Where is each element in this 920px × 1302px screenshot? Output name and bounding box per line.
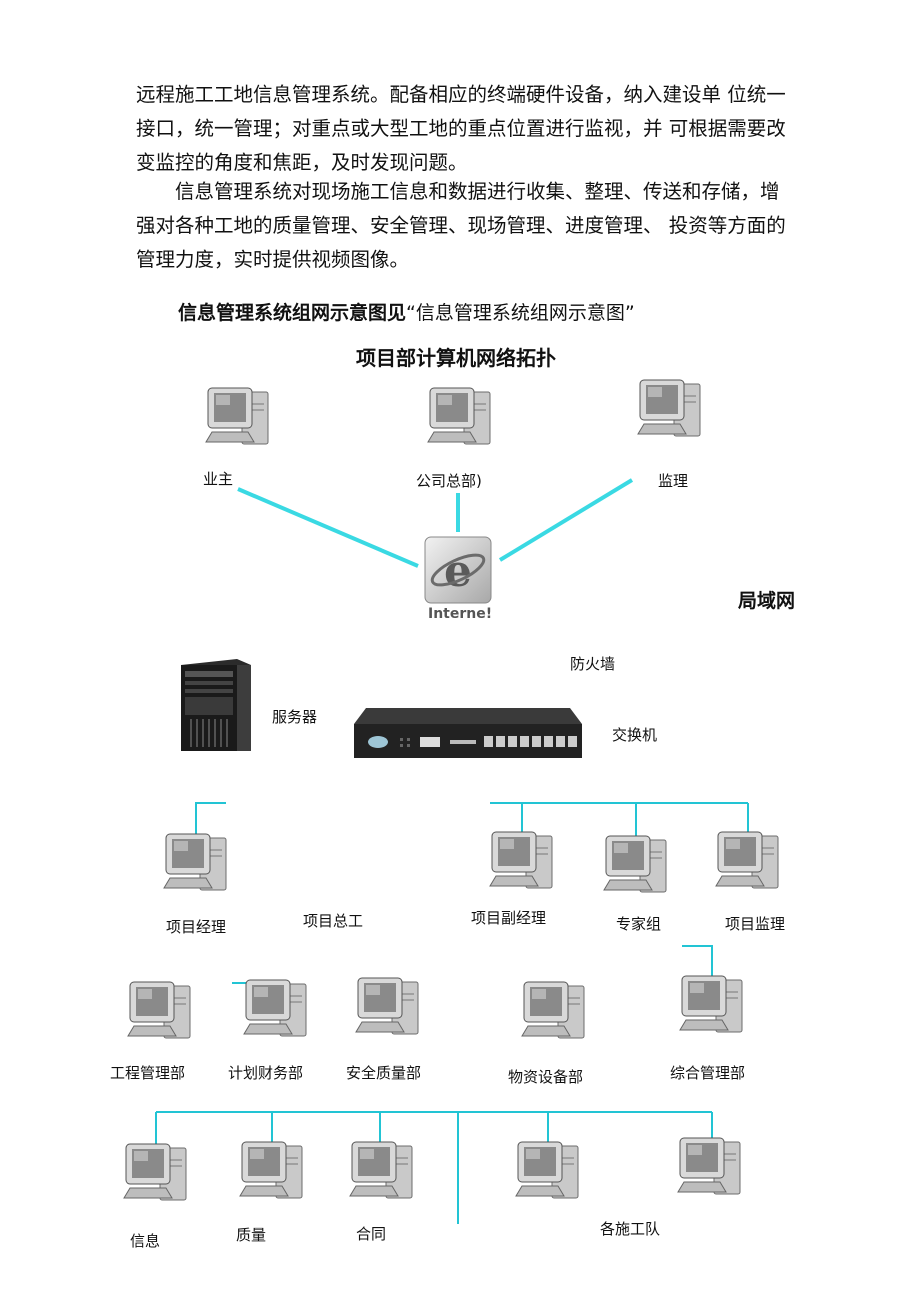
node-label-construction-teams: 各施工队 bbox=[600, 1220, 661, 1238]
computer-icon bbox=[520, 976, 586, 1044]
node-label-chief-engineer: 项目总工 bbox=[303, 912, 364, 930]
lan-label: 局域网 bbox=[738, 590, 796, 612]
node-label-project-manager: 项目经理 bbox=[166, 918, 227, 936]
computer-icon bbox=[204, 382, 270, 450]
node-label-expert-group: 专家组 bbox=[616, 915, 662, 933]
figure-reference: 信息管理系统组网示意图见“信息管理系统组网示意图” bbox=[178, 298, 635, 325]
paragraph-1: 远程施工工地信息管理系统。配备相应的终端硬件设备，纳入建设单 位统一接口，统一管… bbox=[136, 83, 786, 174]
computer-icon bbox=[676, 1132, 742, 1200]
internet-icon: e bbox=[424, 536, 492, 604]
node-label-admin-dept: 综合管理部 bbox=[670, 1064, 746, 1082]
computer-icon bbox=[678, 970, 744, 1038]
computer-icon bbox=[162, 828, 228, 896]
computer-icon bbox=[426, 382, 492, 450]
computer-icon bbox=[514, 1136, 580, 1204]
computer-icon bbox=[636, 374, 702, 442]
computer-icon bbox=[126, 976, 192, 1044]
node-label-information: 信息 bbox=[130, 1232, 161, 1250]
server-icon bbox=[177, 655, 255, 755]
node-label-project-supervisor: 项目监理 bbox=[725, 915, 786, 933]
computer-icon bbox=[122, 1138, 188, 1206]
switch-label: 交换机 bbox=[612, 726, 658, 744]
computer-icon bbox=[488, 826, 554, 894]
node-label-engineering-dept: 工程管理部 bbox=[110, 1064, 186, 1082]
computer-icon bbox=[238, 1136, 304, 1204]
node-label-safety-quality-dept: 安全质量部 bbox=[346, 1064, 422, 1082]
computer-icon bbox=[602, 830, 668, 898]
node-label-finance-dept: 计划财务部 bbox=[228, 1064, 304, 1082]
figure-reference-quote: “信息管理系统组网示意图” bbox=[406, 302, 635, 324]
paragraph-2: 信息管理系统对现场施工信息和数据进行收集、整理、传送和存储，增强对各种工地的质量… bbox=[136, 180, 786, 271]
computer-icon bbox=[348, 1136, 414, 1204]
computer-icon bbox=[354, 972, 420, 1040]
node-label-owner: 业主 bbox=[203, 470, 234, 488]
node-label-quality: 质量 bbox=[236, 1226, 267, 1244]
switch-icon bbox=[352, 706, 584, 762]
internet-label: Interne! bbox=[428, 606, 493, 622]
internet-links bbox=[237, 478, 634, 568]
node-label-materials-dept: 物资设备部 bbox=[508, 1068, 584, 1086]
computer-icon bbox=[242, 974, 308, 1042]
server-label: 服务器 bbox=[272, 708, 318, 726]
firewall-label: 防火墙 bbox=[570, 655, 616, 673]
computer-icon bbox=[714, 826, 780, 894]
node-label-deputy-manager: 项目副经理 bbox=[471, 909, 547, 927]
node-label-contract: 合同 bbox=[356, 1225, 387, 1243]
figure-reference-text: 信息管理系统组网示意图见 bbox=[178, 302, 407, 324]
node-label-headquarters: 公司总部) bbox=[416, 472, 482, 490]
svg-text:e: e bbox=[444, 546, 472, 597]
node-label-supervisor: 监理 bbox=[658, 472, 689, 490]
diagram-title: 项目部计算机网络拓扑 bbox=[356, 346, 556, 370]
